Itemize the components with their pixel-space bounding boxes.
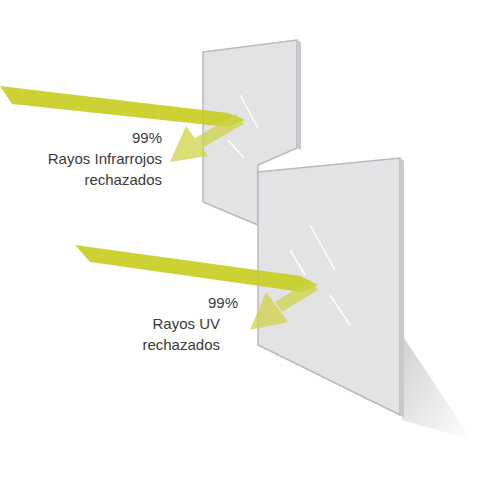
incoming-uv-arrow [75, 245, 318, 292]
ray-label: Rayos Infrarrojos rechazados [12, 148, 162, 190]
lower-panel-edge [400, 158, 404, 418]
percent-label: 99% [12, 127, 162, 148]
reflected-uv-arrow [250, 280, 318, 330]
incoming-ir-arrow [0, 86, 245, 127]
glare [228, 140, 244, 158]
upper-panel-edge [297, 40, 301, 150]
ray-label: Rayos UV rechazados [120, 313, 220, 355]
reflected-ir-arrow [170, 114, 244, 162]
glare [290, 250, 305, 275]
glare [310, 225, 335, 270]
shadow [402, 335, 472, 440]
glare [330, 295, 350, 325]
percent-label: 99% [120, 292, 238, 313]
